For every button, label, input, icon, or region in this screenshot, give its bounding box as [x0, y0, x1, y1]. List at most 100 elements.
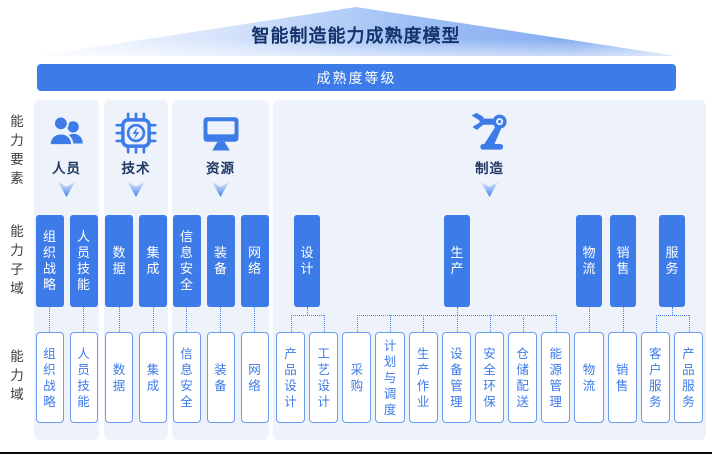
domain-box-planning-scheduling: 计划与调度	[375, 332, 405, 423]
robot-arm-icon	[471, 112, 507, 150]
maturity-level-label: 成熟度等级	[316, 69, 397, 86]
domain-box-label: 组织战略	[43, 346, 56, 409]
group-label-resources: 资源	[206, 161, 235, 176]
connector-zone	[273, 307, 706, 332]
monitor-icon	[203, 117, 238, 151]
domain-boxes-technology: 数据 集成	[104, 332, 168, 423]
subdomain-bar-label: 销售	[616, 245, 630, 276]
subdomain-bars-technology: 数据 集成	[104, 215, 168, 307]
domain-box-label: 装备	[214, 362, 227, 393]
arrow-down-icon	[481, 182, 498, 197]
subdomain-bar-label: 生产	[450, 245, 464, 276]
subdomain-bar-label: 装备	[213, 245, 227, 276]
domain-boxes-resources: 信息安全 装备 网络	[172, 332, 269, 423]
domain-box-label: 仓储配送	[516, 346, 529, 409]
subdomain-bar-label: 数据	[112, 245, 126, 276]
connector-line	[490, 315, 491, 332]
connector-line	[83, 307, 84, 332]
domain-box-label: 集成	[146, 362, 160, 393]
domain-boxes-personnel: 组织战略 人员技能	[34, 332, 99, 423]
group-panel-personnel: 人员 组织战略 人员技能 组织战略 人员技能	[34, 100, 99, 440]
domain-box-customer-service: 客户服务	[640, 332, 670, 423]
subdomain-bars-resources: 信息安全 装备 网络	[172, 215, 269, 307]
subdomain-bar-production: 生产	[444, 215, 470, 307]
domain-box-safety-environment: 安全环保	[474, 332, 505, 423]
subdomain-bar-data: 数据	[105, 215, 133, 307]
domain-box-sales: 销售	[607, 332, 637, 423]
subdomain-bars-personnel: 组织战略 人员技能	[34, 215, 99, 307]
connector-line	[152, 307, 154, 332]
connector-line	[220, 307, 221, 332]
domain-box-label: 销售	[615, 362, 629, 393]
row-label-capability-subdomains: 能力子域	[10, 224, 24, 296]
connector-line	[656, 315, 657, 332]
connector-line	[186, 307, 187, 332]
connector-line	[357, 315, 556, 316]
domain-box-procurement: 采购	[342, 332, 372, 423]
people-icon	[47, 115, 83, 147]
subdomain-bar-label: 组织战略	[42, 229, 56, 292]
connector-line	[49, 307, 50, 332]
group-head-technology: 技术	[104, 100, 168, 215]
subdomain-bar-label: 设计	[300, 245, 314, 276]
domain-box-process-design: 工艺设计	[309, 332, 339, 423]
group-panel-manufacturing: 制造 设计 生产 物流 销售 服务	[273, 100, 706, 440]
group-label-personnel: 人员	[52, 161, 81, 176]
subdomain-bar-personnel-skills: 人员技能	[69, 215, 98, 307]
bottom-divider	[0, 452, 712, 454]
maturity-level-bar: 成熟度等级	[37, 64, 676, 91]
connector-line	[254, 307, 255, 332]
connector-line	[523, 315, 524, 332]
arrow-down-icon	[127, 182, 145, 197]
subdomain-bar-sales: 销售	[610, 215, 636, 307]
connector-line	[457, 315, 458, 332]
connector-line	[672, 307, 673, 315]
domain-boxes-manufacturing: 产品设计 工艺设计 采购 计划与调度 生产作业 设备管理 安全环保 仓储配送 能…	[273, 332, 706, 423]
subdomain-bar-label: 网络	[247, 245, 261, 276]
connector-line	[390, 315, 391, 332]
connector-line	[291, 315, 292, 332]
subdomain-bar-logistics: 物流	[576, 215, 602, 307]
arrow-down-icon	[58, 182, 75, 197]
domain-box-production-operation: 生产作业	[408, 332, 438, 423]
connector-zone	[172, 307, 269, 332]
domain-box-label: 网络	[248, 362, 261, 393]
domain-box-label: 数据	[112, 362, 126, 393]
subdomain-bar-equipment: 装备	[206, 215, 235, 307]
connector-line	[656, 315, 689, 316]
domain-box-label: 产品设计	[284, 346, 297, 409]
domain-box-label: 生产作业	[416, 346, 430, 409]
arrow-down-icon	[212, 182, 229, 197]
group-label-manufacturing: 制造	[475, 161, 504, 176]
domain-box-warehousing-distribution: 仓储配送	[508, 332, 538, 423]
domain-box-equipment: 装备	[206, 332, 235, 423]
group-head-personnel: 人员	[34, 100, 99, 215]
connector-line	[423, 315, 424, 332]
connector-line	[324, 315, 325, 332]
group-label-technology: 技术	[121, 161, 151, 176]
connector-line	[457, 307, 458, 315]
connector-line	[291, 315, 324, 316]
domain-box-label: 产品服务	[682, 346, 695, 409]
domain-box-label: 人员技能	[77, 346, 90, 409]
domain-box-label: 设备管理	[450, 346, 463, 409]
domain-box-label: 物流	[582, 362, 596, 393]
domain-box-label: 采购	[350, 362, 364, 393]
domain-box-product-service: 产品服务	[673, 332, 704, 423]
subdomain-bar-label: 物流	[582, 245, 596, 276]
domain-box-product-design: 产品设计	[275, 332, 306, 423]
connector-line	[623, 307, 624, 332]
connector-zone	[104, 307, 168, 332]
connector-line	[118, 307, 120, 332]
subdomain-bar-label: 人员技能	[76, 229, 90, 292]
domain-box-label: 信息安全	[180, 346, 193, 409]
connector-line	[307, 307, 308, 315]
subdomain-bar-label: 信息安全	[179, 229, 193, 292]
subdomain-bar-design: 设计	[294, 215, 320, 307]
domain-box-integration: 集成	[139, 332, 167, 423]
group-head-manufacturing: 制造	[273, 100, 706, 215]
domain-box-label: 能源管理	[549, 346, 563, 409]
connector-line	[357, 315, 358, 332]
connector-zone	[34, 307, 99, 332]
domain-box-label: 工艺设计	[317, 346, 330, 409]
